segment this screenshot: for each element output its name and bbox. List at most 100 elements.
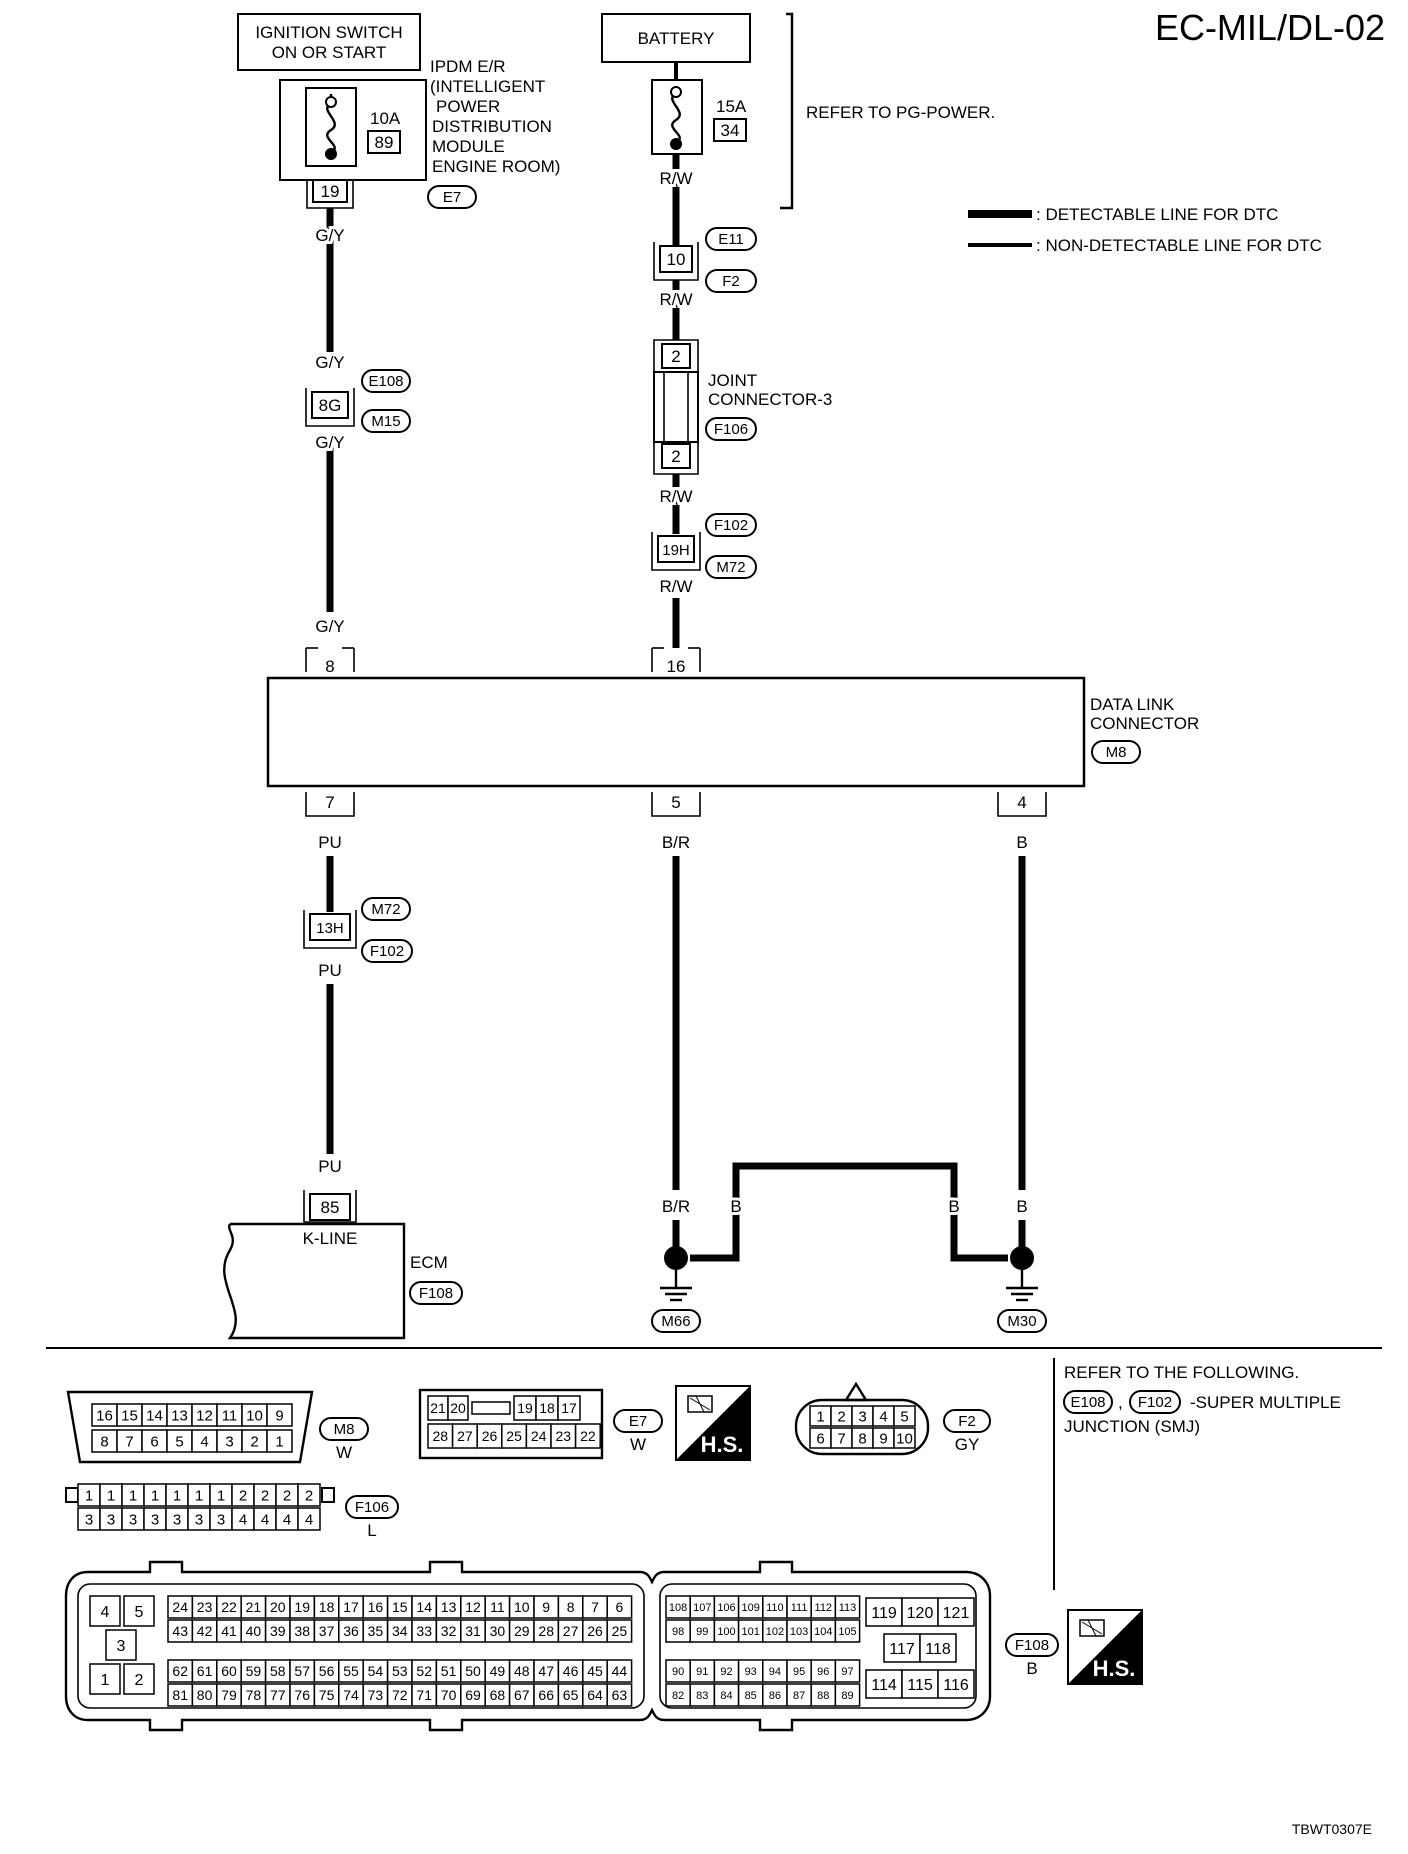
f108-pin: 47	[538, 1663, 554, 1679]
ipdm-label-line5: MODULE	[432, 137, 505, 156]
wire-color-gy-3: G/Y	[315, 433, 344, 452]
f108-pin: 1	[101, 1672, 110, 1689]
f108-pin: 97	[841, 1666, 853, 1678]
joint-conn-f106: F106	[714, 421, 748, 438]
f108-cell	[901, 1597, 939, 1627]
f108-cell	[606, 1683, 633, 1707]
f2-pin: 7	[837, 1430, 845, 1447]
connector-10-conn-e11: E11	[718, 231, 744, 248]
f108-pin: 8	[567, 1599, 575, 1615]
f106-pin: 3	[195, 1511, 203, 1528]
bridge-label-b-right: B	[948, 1197, 959, 1216]
f108-pin: 105	[838, 1626, 856, 1638]
battery-fuse-amp: 15A	[716, 97, 747, 116]
connector-10-conn-f2: F2	[722, 273, 740, 290]
f106-pin: 4	[283, 1511, 291, 1528]
f108-pin: 13	[441, 1599, 457, 1615]
f108-pin: 118	[925, 1641, 951, 1658]
f108-pin: 59	[246, 1663, 262, 1679]
f108-cell	[105, 1629, 137, 1661]
f108-pin: 68	[490, 1687, 506, 1703]
f108-pin: 75	[319, 1687, 335, 1703]
f108-pin: 100	[717, 1626, 735, 1638]
e7-pin: 18	[539, 1400, 555, 1416]
f108-pin: 35	[368, 1623, 384, 1639]
e7-cell	[447, 1395, 469, 1421]
f108-pin: 12	[465, 1599, 481, 1615]
joint-label-line1: JOINT	[708, 371, 757, 390]
f2-id: F2	[958, 1413, 976, 1430]
f106-pin: 1	[195, 1487, 203, 1504]
f108-pin: 20	[270, 1599, 286, 1615]
f108-pin: 32	[441, 1623, 457, 1639]
m8-pin: 6	[150, 1433, 158, 1450]
f108-pin: 54	[368, 1663, 384, 1679]
f108-pin: 28	[538, 1623, 554, 1639]
junction-8g-label: 8G	[319, 396, 342, 415]
e7-pin: 19	[517, 1400, 533, 1416]
f106-cell	[297, 1507, 321, 1531]
f108-pin: 34	[392, 1623, 408, 1639]
f108-pin: 66	[538, 1687, 554, 1703]
f108-pin: 21	[246, 1599, 262, 1615]
f108-id: F108	[1015, 1637, 1049, 1654]
wire-color-rw-4: R/W	[659, 577, 692, 596]
hs-icon-f108: H.S.	[1067, 1609, 1143, 1685]
f106-pin: 4	[305, 1511, 313, 1528]
junction-13h-conn-m72: M72	[371, 901, 400, 918]
ipdm-label-line4: DISTRIBUTION	[432, 117, 552, 136]
f108-pin: 106	[717, 1602, 735, 1614]
f108-pin: 98	[672, 1626, 684, 1638]
e7-pin: 27	[457, 1428, 473, 1444]
refer-conn-f102: F102	[1138, 1394, 1172, 1411]
f2-pin: 10	[896, 1430, 913, 1447]
m8-cell	[266, 1429, 293, 1453]
m8-pin: 14	[146, 1407, 163, 1424]
dlc-pin-4: 4	[1017, 793, 1026, 812]
connector-10	[659, 245, 693, 273]
f106-pin: 1	[85, 1487, 93, 1504]
f108-pin: 96	[817, 1666, 829, 1678]
wire-color-gy-1: G/Y	[315, 226, 344, 245]
e7-cell	[427, 1423, 454, 1449]
dlc-pin-5: 5	[671, 793, 680, 812]
ipdm-label-line6: ENGINE ROOM)	[432, 157, 560, 176]
f108-pin: 102	[766, 1626, 784, 1638]
m8-pin: 11	[222, 1407, 238, 1424]
f106-pin: 4	[239, 1511, 247, 1528]
f108-pin: 73	[368, 1687, 384, 1703]
f108-pin: 109	[742, 1602, 760, 1614]
f108-pin: 27	[563, 1623, 579, 1639]
page-title: EC-MIL/DL-02	[1155, 7, 1385, 48]
dlc-label-line1: DATA LINK	[1090, 695, 1175, 714]
f108-pin: 48	[514, 1663, 530, 1679]
ipdm-connector: E7	[443, 189, 461, 206]
ecm-connector-f108: F108	[419, 1285, 453, 1302]
dlc-pin-16: 16	[667, 657, 686, 676]
m8-pin: 16	[96, 1407, 113, 1424]
e7-pin: 24	[531, 1428, 547, 1444]
f108-cell	[834, 1595, 861, 1619]
f108-pin: 16	[368, 1599, 384, 1615]
f108-pin: 56	[319, 1663, 335, 1679]
battery-fuse-number: 34	[721, 121, 740, 140]
m8-id: M8	[334, 1421, 355, 1438]
junction-13h	[309, 913, 351, 941]
refer-following-line3: JUNCTION (SMJ)	[1064, 1417, 1200, 1436]
joint-connector-3-body	[653, 371, 699, 443]
f108-pin: 50	[465, 1663, 481, 1679]
hs-icon-e7: H.S.	[675, 1385, 751, 1461]
diagram-code: TBWT0307E	[1292, 1821, 1372, 1837]
f2-pin: 4	[879, 1408, 887, 1425]
f106-pin: 3	[217, 1511, 225, 1528]
e7-pin: 23	[556, 1428, 572, 1444]
e7-color: W	[630, 1435, 646, 1454]
f108-pin: 116	[943, 1677, 969, 1694]
f108-pin: 82	[672, 1690, 684, 1702]
f108-pin: 67	[514, 1687, 530, 1703]
joint-term-bottom: 2	[671, 447, 680, 466]
f108-pin: 103	[790, 1626, 808, 1638]
f108-pin: 79	[221, 1687, 237, 1703]
f108-pin: 41	[221, 1623, 237, 1639]
f2-pin: 8	[858, 1430, 866, 1447]
